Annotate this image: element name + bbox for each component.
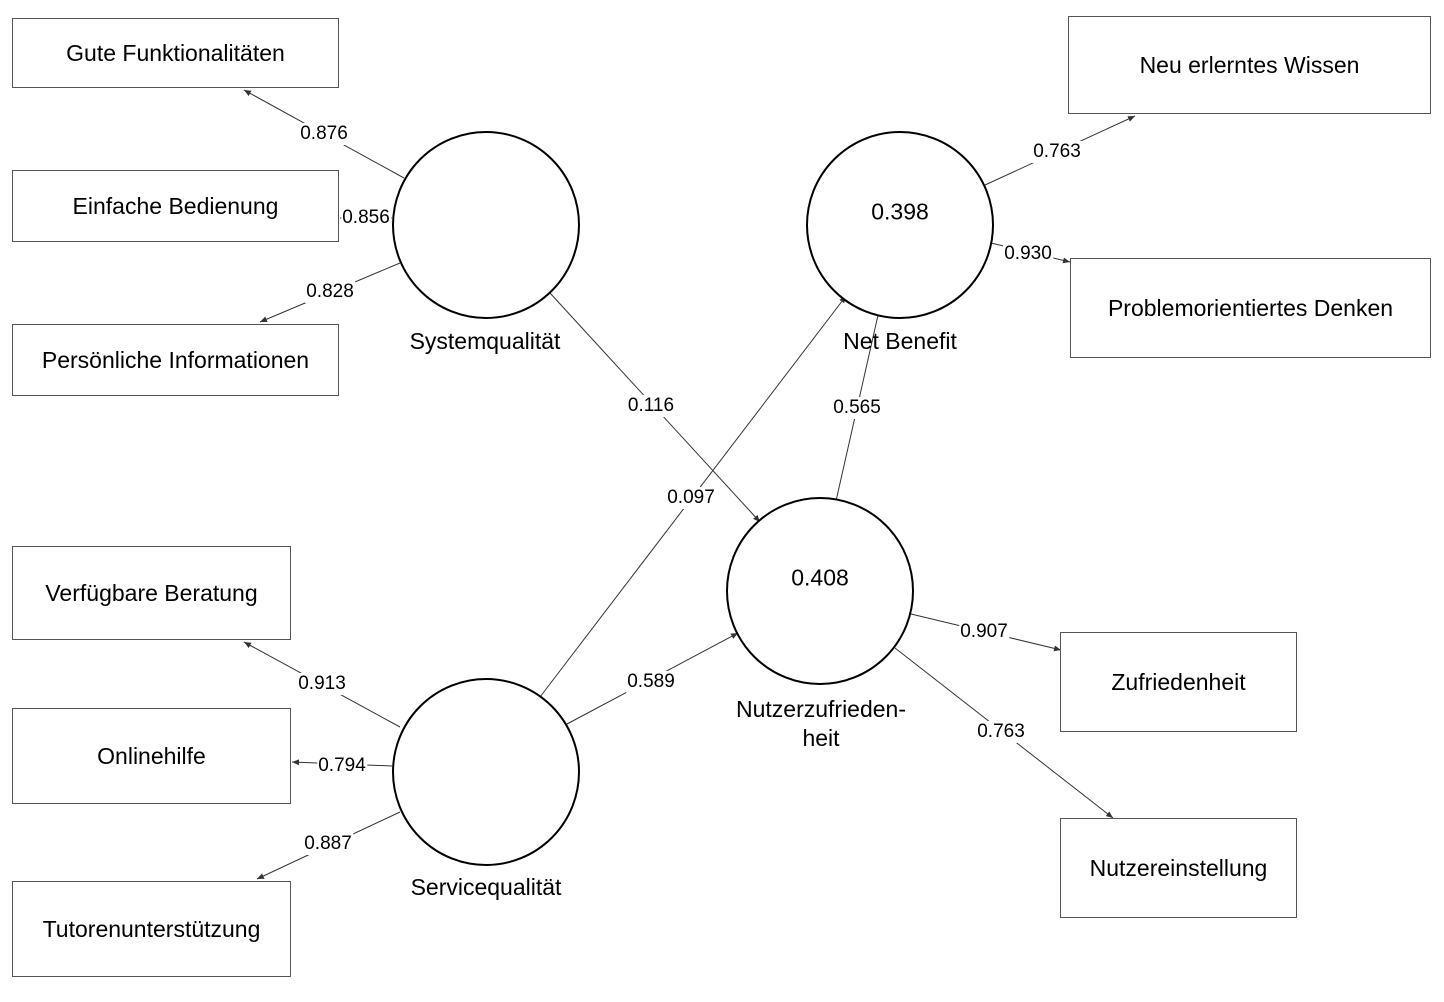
- indicator-label: Verfügbare Beratung: [45, 579, 258, 606]
- path-coef-service-to-nutzerzufriedenheit: 0.589: [626, 671, 676, 693]
- loading-nutzereinstellung: 0.763: [976, 721, 1026, 743]
- indicator-neu-erlerntes-wissen: Neu erlerntes Wissen: [1068, 16, 1431, 114]
- indicator-label: Persönliche Informationen: [41, 346, 310, 373]
- construct-nutzerzufriedenheit-label-line2: heit: [802, 725, 840, 751]
- indicator-tutorenunterstuetzung: Tutorenunterstützung: [12, 881, 291, 977]
- loading-tutorenunterstuetzung: 0.887: [303, 833, 353, 855]
- indicator-label: Einfache Bedienung: [72, 192, 279, 219]
- path-coef-system-to-nutzerzufriedenheit: 0.116: [626, 395, 676, 417]
- loading-neu-erlerntes-wissen: 0.763: [1032, 141, 1082, 163]
- construct-nutzerzufriedenheit-label-line1: Nutzerzufrieden-: [735, 696, 907, 722]
- indicator-label: Gute Funktionalitäten: [66, 39, 285, 66]
- construct-systemqualitaet-label: Systemqualität: [409, 328, 561, 354]
- loading-verfuegbare-beratung: 0.913: [297, 673, 347, 695]
- construct-nutzerzufriedenheit-circle: [726, 497, 914, 685]
- indicator-label: Tutorenunterstützung: [42, 915, 261, 942]
- construct-servicequalitaet-circle: [392, 678, 580, 866]
- loading-einfache-bedienung: 0.856: [341, 207, 391, 229]
- indicator-persoenliche-informationen: Persönliche Informationen: [12, 324, 339, 396]
- construct-netbenefit-label: Net Benefit: [843, 328, 957, 354]
- construct-nutzerzufriedenheit-label: Nutzerzufrieden- heit: [736, 695, 906, 753]
- path-coef-service-to-netbenefit: 0.097: [666, 487, 716, 509]
- indicator-einfache-bedienung: Einfache Bedienung: [12, 170, 339, 242]
- indicator-nutzereinstellung: Nutzereinstellung: [1060, 818, 1297, 918]
- indicator-gute-funktionalitaeten: Gute Funktionalitäten: [12, 18, 339, 88]
- construct-netbenefit-circle: [806, 131, 994, 319]
- loading-onlinehilfe: 0.794: [317, 755, 367, 777]
- indicator-label: Zufriedenheit: [1111, 668, 1246, 695]
- construct-systemqualitaet-circle: [392, 131, 580, 319]
- indicator-zufriedenheit: Zufriedenheit: [1060, 632, 1297, 732]
- nutzerzufriedenheit-r2-value: 0.408: [791, 564, 849, 591]
- indicator-label: Onlinehilfe: [97, 742, 206, 769]
- loading-gute-funktionalitaeten: 0.876: [299, 123, 349, 145]
- netbenefit-r2-value: 0.398: [871, 198, 929, 225]
- construct-servicequalitaet-label: Servicequalität: [410, 874, 562, 900]
- indicator-label: Neu erlerntes Wissen: [1139, 51, 1360, 78]
- indicator-verfuegbare-beratung: Verfügbare Beratung: [12, 546, 291, 640]
- indicator-label: Problemorientiertes Denken: [1107, 294, 1394, 321]
- indicator-onlinehilfe: Onlinehilfe: [12, 708, 291, 804]
- loading-zufriedenheit: 0.907: [959, 621, 1009, 643]
- indicator-label: Nutzereinstellung: [1089, 854, 1268, 881]
- loading-problemorientiertes-denken: 0.930: [1003, 243, 1053, 265]
- indicator-problemorientiertes-denken: Problemorientiertes Denken: [1070, 258, 1431, 358]
- path-coef-nutzerzufriedenheit-to-netbenefit: 0.565: [832, 397, 882, 419]
- loading-persoenliche-informationen: 0.828: [305, 281, 355, 303]
